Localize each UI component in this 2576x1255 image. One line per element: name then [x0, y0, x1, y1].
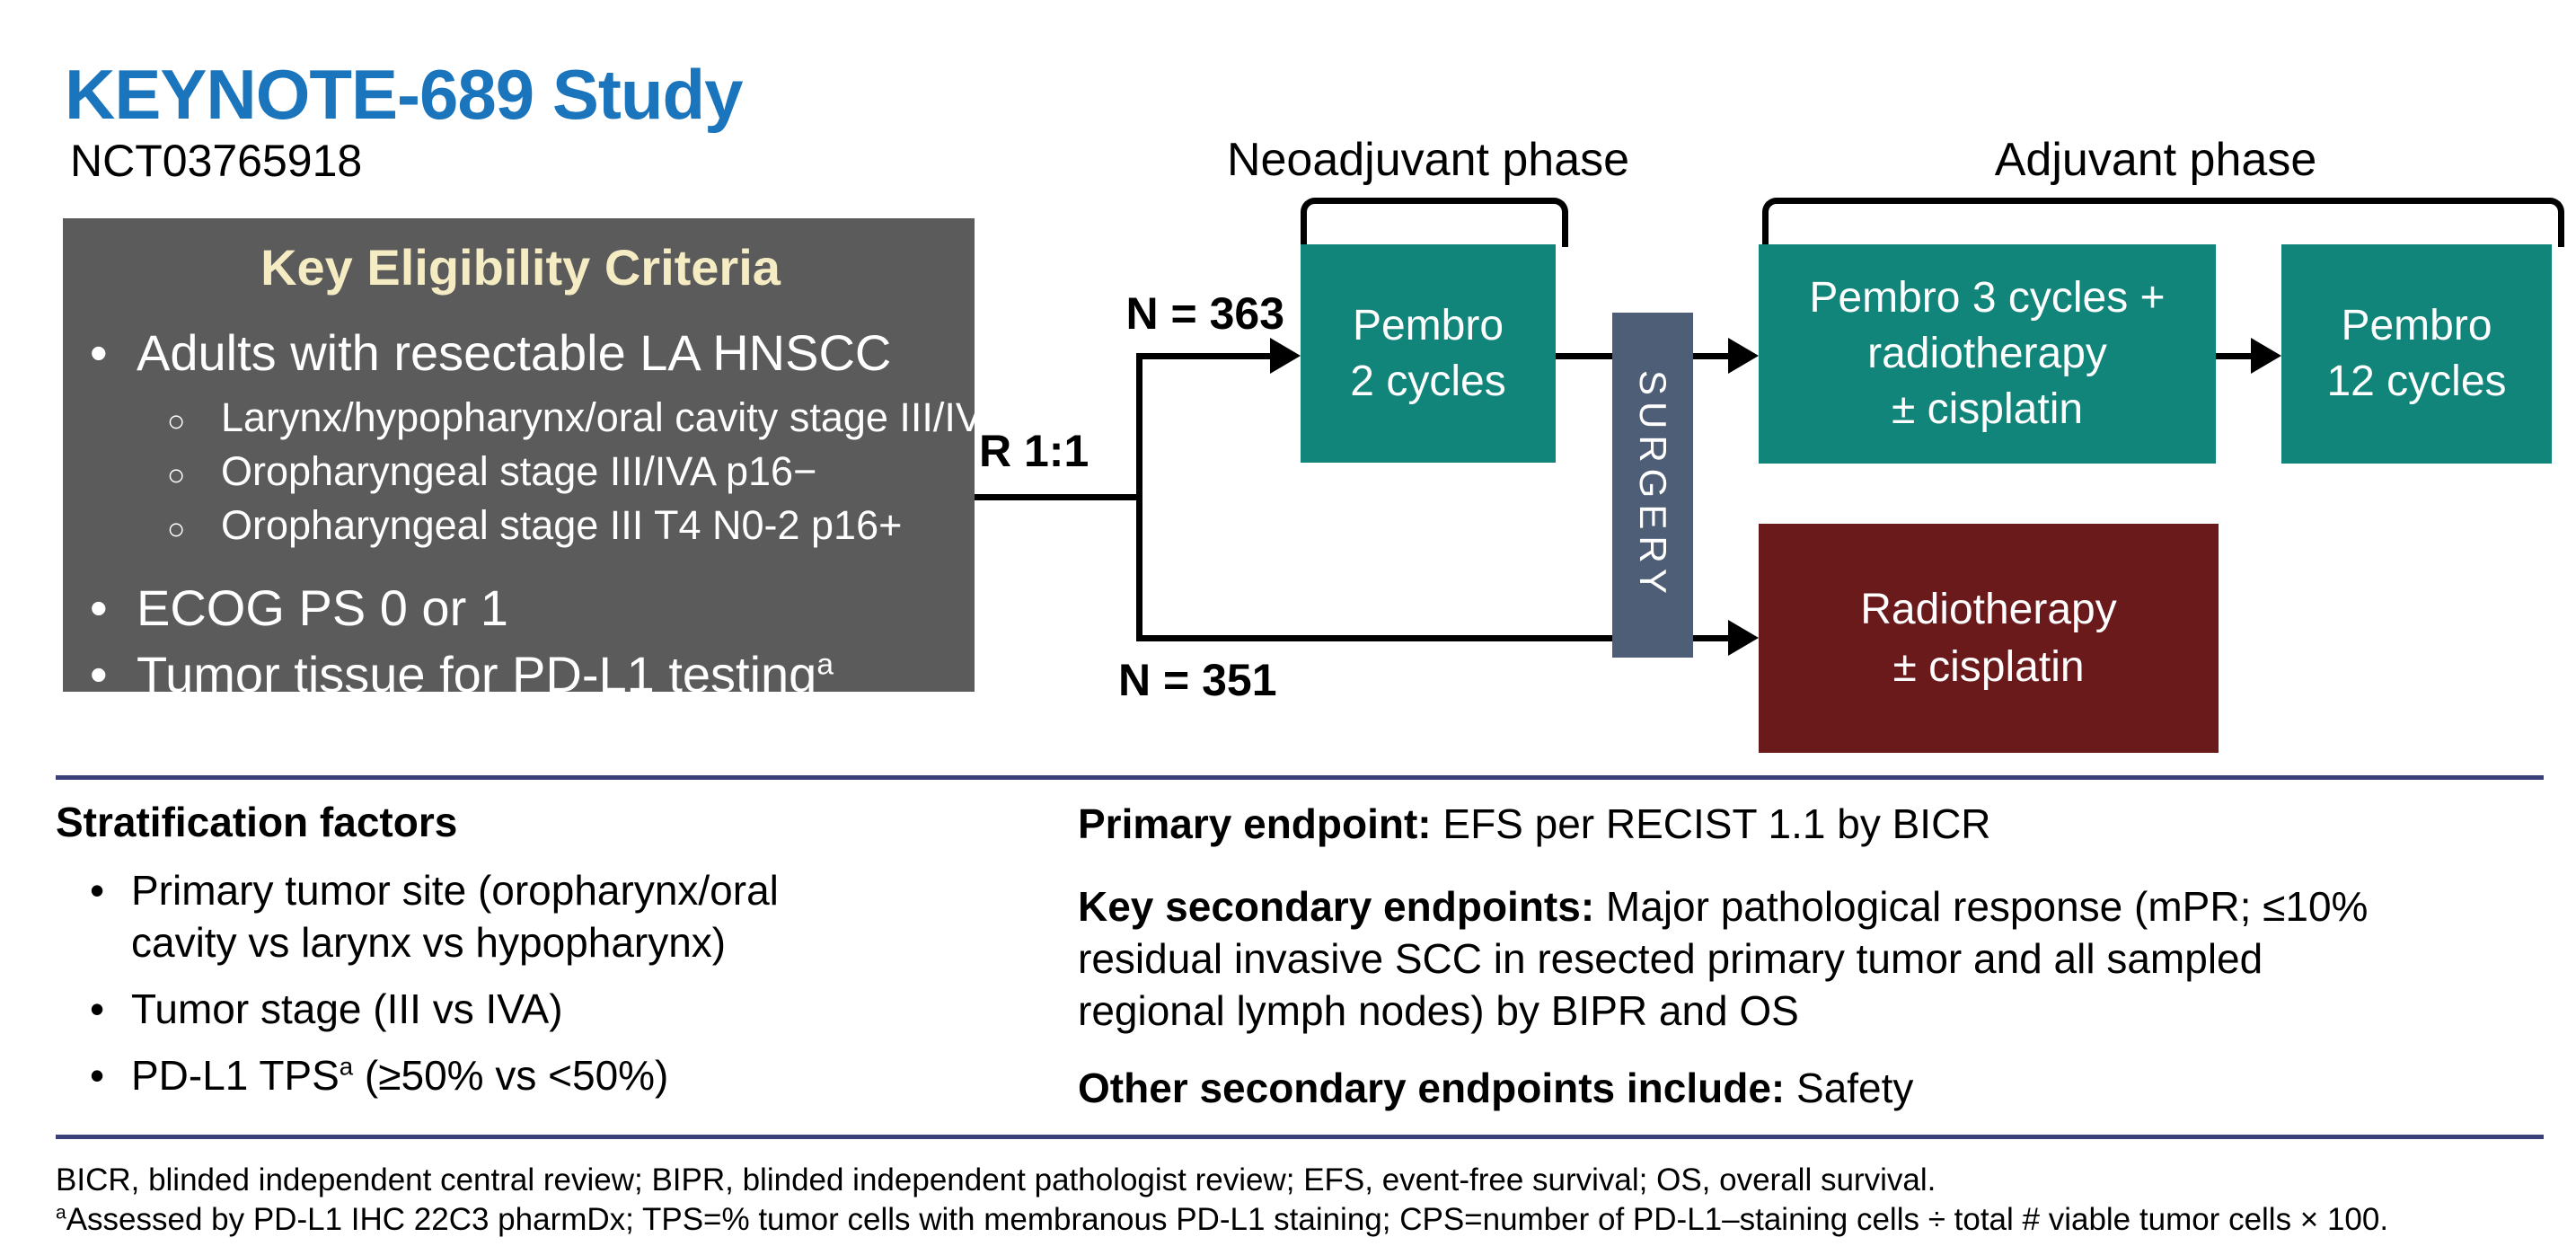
arm2-n-label: N = 351	[1118, 655, 1277, 705]
eligibility-subitem: ○ Larynx/hypopharynx/oral cavity stage I…	[90, 393, 1007, 446]
surgery-to-rt-line	[1693, 635, 1729, 641]
nct-id: NCT03765918	[70, 136, 363, 186]
surgery-to-rt-arrowhead-icon	[1728, 620, 1759, 656]
page-title: KEYNOTE-689 Study	[65, 55, 744, 134]
bullet-icon: •	[90, 324, 108, 381]
pembro2-to-surgery-line	[1556, 353, 1612, 359]
pembro-12-cycles-box: Pembro 12 cycles	[2281, 244, 2552, 464]
stratification-item: • Primary tumor site (oropharynx/oral ca…	[90, 864, 844, 968]
circle-bullet-icon: ○	[167, 512, 186, 546]
circle-bullet-icon: ○	[167, 404, 186, 438]
eligibility-item: • Tumor tissue for PD-L1 testinga	[90, 646, 834, 703]
other-secondary-endpoints: Other secondary endpoints include: Safet…	[1078, 1065, 1914, 1111]
abbreviations-footnote: BICR, blinded independent central review…	[56, 1162, 1936, 1198]
bullet-icon: •	[90, 646, 108, 703]
eligibility-subitem: ○ Oropharyngeal stage III T4 N0-2 p16+	[90, 500, 951, 554]
key-secondary-endpoints: Key secondary endpoints: Major pathologi…	[1078, 883, 2369, 1034]
eligibility-heading: Key Eligibility Criteria	[260, 239, 781, 296]
primary-endpoint: Primary endpoint: EFS per RECIST 1.1 by …	[1078, 800, 1991, 847]
footnote-marker: a	[816, 648, 834, 682]
surgery-bar: SURGERY	[1612, 313, 1693, 658]
randomization-stub-line	[975, 494, 1142, 500]
assay-footnote: aAssessed by PD-L1 IHC 22C3 pharmDx; TPS…	[56, 1202, 2389, 1237]
section-divider	[56, 775, 2544, 780]
bullet-icon: •	[90, 1052, 105, 1099]
arm2-arrow-line	[1136, 635, 1612, 641]
randomization-branch-line	[1136, 353, 1142, 641]
footnote-marker: a	[56, 1202, 66, 1224]
adjuvant-to-pembro12-arrowhead-icon	[2251, 338, 2281, 374]
eligibility-box: Key Eligibility Criteria • Adults with r…	[63, 218, 1007, 703]
neoadjuvant-phase-label: Neoadjuvant phase	[1226, 134, 1630, 186]
eligibility-item: • ECOG PS 0 or 1	[90, 579, 508, 636]
bullet-icon: •	[90, 579, 108, 636]
arm1-arrowhead-icon	[1270, 338, 1301, 374]
bullet-icon: •	[90, 985, 105, 1032]
adjuvant-bracket	[1762, 198, 2564, 247]
stratification-list: • Primary tumor site (oropharynx/oral ca…	[90, 864, 844, 1101]
neoadjuvant-bracket	[1301, 198, 1568, 247]
pembro-2-cycles-box: Pembro 2 cycles	[1301, 244, 1556, 463]
stratification-item: • PD-L1 TPSa (≥50% vs <50%)	[90, 1049, 844, 1101]
adjuvant-to-pembro12-line	[2216, 353, 2252, 359]
pembro-3-cycles-rt-box: Pembro 3 cycles + radiotherapy ± cisplat…	[1759, 244, 2216, 464]
surgery-to-adjuvant-line	[1693, 353, 1729, 359]
randomization-ratio-label: R 1:1	[979, 426, 1090, 476]
stratification-heading: Stratification factors	[56, 799, 458, 845]
bullet-icon: •	[90, 867, 105, 914]
circle-bullet-icon: ○	[167, 458, 186, 492]
stratification-item: • Tumor stage (III vs IVA)	[90, 983, 844, 1035]
arm1-n-label: N = 363	[1125, 288, 1284, 339]
footnote-divider	[56, 1135, 2544, 1139]
radiotherapy-box: Radiotherapy ± cisplatin	[1759, 524, 2219, 753]
arm1-arrow-line	[1136, 353, 1272, 359]
surgery-to-adjuvant-arrowhead-icon	[1728, 338, 1759, 374]
eligibility-subitem: ○ Oropharyngeal stage III/IVA p16−	[90, 446, 951, 500]
footnote-marker: a	[339, 1052, 354, 1081]
adjuvant-phase-label: Adjuvant phase	[1994, 134, 2317, 186]
eligibility-item: • Adults with resectable LA HNSCC	[90, 324, 892, 381]
